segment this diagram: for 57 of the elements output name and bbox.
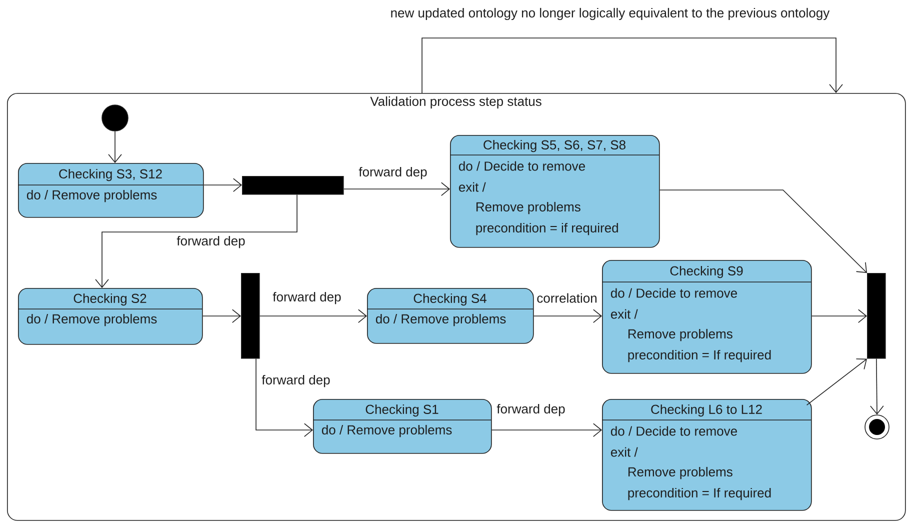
join-bar xyxy=(867,273,886,359)
edge-label: forward dep xyxy=(358,166,428,180)
state-box xyxy=(18,288,203,345)
state-name: Checking S3, S12 xyxy=(59,168,162,182)
arrow xyxy=(203,178,242,192)
arrow xyxy=(343,182,450,196)
arrow xyxy=(491,423,602,437)
edge-label: correlation xyxy=(536,292,598,304)
arrow xyxy=(811,309,867,323)
state-name: Checking L6 to L12 xyxy=(651,404,762,417)
action-text: precondition = If required xyxy=(628,350,771,362)
action-text: precondition = if required xyxy=(476,222,618,236)
arrow xyxy=(259,309,367,323)
edge-label: forward dep xyxy=(496,402,566,418)
state-name: Checking S1 xyxy=(366,404,438,417)
arrow xyxy=(256,358,313,437)
state-box xyxy=(602,399,812,511)
state-box xyxy=(602,260,812,374)
state-box xyxy=(312,399,492,454)
initial-state xyxy=(102,104,128,132)
fork-bar xyxy=(242,176,344,195)
action-text: exit / xyxy=(458,182,486,192)
state-box xyxy=(366,288,534,344)
state-name: Checking S9 xyxy=(670,266,743,278)
action-text: exit / xyxy=(610,309,638,319)
edge-label: forward dep xyxy=(260,374,332,388)
action-text: do / Decide to remove xyxy=(458,161,585,171)
action-text: do / Decide to remove xyxy=(610,288,737,298)
action-text: do / Remove problems xyxy=(376,314,506,326)
action-text: precondition = If required xyxy=(628,488,771,500)
state-box xyxy=(18,163,204,218)
action-text: Remove problems xyxy=(476,202,580,214)
action-text: do / Remove problems xyxy=(322,424,452,438)
arrow xyxy=(533,309,602,323)
arrow xyxy=(95,194,298,288)
state-name: Checking S4 xyxy=(414,293,486,306)
state-name: Checking S2 xyxy=(74,293,146,306)
action-text: do / Remove problems xyxy=(26,190,157,202)
final-state xyxy=(864,414,890,440)
arrow xyxy=(870,358,884,415)
join-bar xyxy=(241,273,260,359)
frame-title: Validation process step status xyxy=(370,96,542,109)
arrow xyxy=(806,358,867,406)
state-box xyxy=(450,135,660,248)
action-text: Remove problems xyxy=(628,328,732,342)
action-text: do / Decide to remove xyxy=(610,426,737,436)
action-text: exit / xyxy=(610,447,638,457)
arrow xyxy=(659,190,868,273)
arrow xyxy=(202,309,241,323)
arrow xyxy=(422,38,843,94)
edge-label: forward dep xyxy=(176,234,246,250)
edge-label: forward dep xyxy=(272,290,342,306)
action-text: do / Remove problems xyxy=(26,314,157,326)
action-text: Remove problems xyxy=(628,466,732,480)
state-name: Checking S5, S6, S7, S8 xyxy=(484,140,626,152)
arrow xyxy=(108,131,122,163)
edge-label: new updated ontology no longer logically equivalent to the previous ontology xyxy=(389,6,831,22)
